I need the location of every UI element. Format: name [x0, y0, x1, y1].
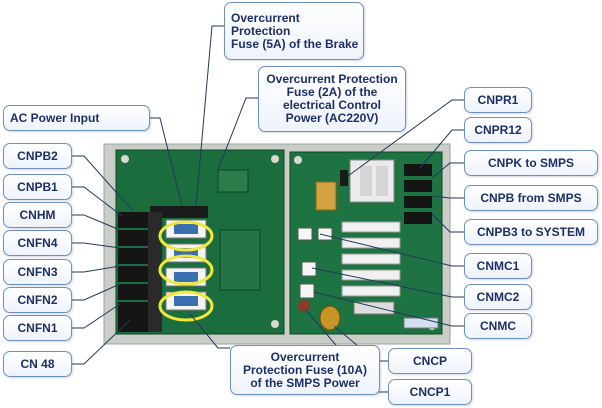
- label-cnpk-to-smps: CNPK to SMPS: [464, 150, 598, 176]
- top-connector-strip: [150, 206, 208, 218]
- label-cnmc1: CNMC1: [464, 253, 532, 279]
- label-cnfn2: CNFN2: [3, 287, 72, 313]
- label-cncp: CNCP: [388, 348, 472, 374]
- mount-hole: [121, 155, 129, 163]
- small-connector: [297, 227, 313, 241]
- label-fuse-brake: Overcurrent Protection Fuse (5A) of the …: [224, 2, 364, 60]
- label-cnmc: CNMC: [464, 313, 532, 339]
- ic-block: [217, 169, 249, 193]
- mc-relays: [341, 221, 401, 297]
- label-cnfn4: CNFN4: [3, 230, 72, 256]
- small-connector: [301, 261, 317, 277]
- label-cnpb1: CNPB1: [3, 174, 72, 200]
- relay: [376, 166, 388, 196]
- label-fuse-control: Overcurrent Protection Fuse (2A) of the …: [258, 66, 406, 132]
- label-cnfn1: CNFN1: [3, 315, 72, 341]
- cnpr1-connector: [340, 170, 348, 186]
- small-connector: [299, 283, 315, 299]
- label-cnpb3-to-system: CNPB3 to SYSTEM: [464, 219, 598, 245]
- label-cnpb2: CNPB2: [3, 143, 72, 169]
- mount-hole: [271, 155, 279, 163]
- label-cncp1: CNCP1: [388, 379, 472, 405]
- left-connector-column: [118, 212, 162, 332]
- capacitor: [319, 305, 341, 331]
- small-connector: [317, 227, 333, 241]
- cncp-connector: [353, 301, 395, 315]
- label-cnmc2: CNMC2: [464, 284, 532, 310]
- label-cnpr1: CNPR1: [464, 87, 532, 113]
- trace-area: [219, 229, 261, 291]
- label-fuse-smps: Overcurrent Protection Fuse (10A) of the…: [230, 345, 380, 395]
- right-connector-column: [404, 164, 432, 224]
- fuse-highlight-ellipses: [158, 220, 214, 322]
- label-cn48: CN 48: [3, 351, 72, 377]
- label-ac-power-input: AC Power Input: [3, 105, 150, 131]
- resistor: [298, 300, 310, 312]
- brand-plate: [403, 317, 439, 329]
- label-cnfn3: CNFN3: [3, 259, 72, 285]
- control-fuse: [315, 181, 337, 211]
- relay: [360, 166, 372, 196]
- mount-hole: [294, 156, 302, 164]
- mount-hole: [271, 320, 279, 328]
- label-cnhm: CNHM: [3, 202, 72, 228]
- label-cnpr12: CNPR12: [464, 117, 532, 143]
- label-cnpb-from-smps: CNPB from SMPS: [464, 185, 598, 211]
